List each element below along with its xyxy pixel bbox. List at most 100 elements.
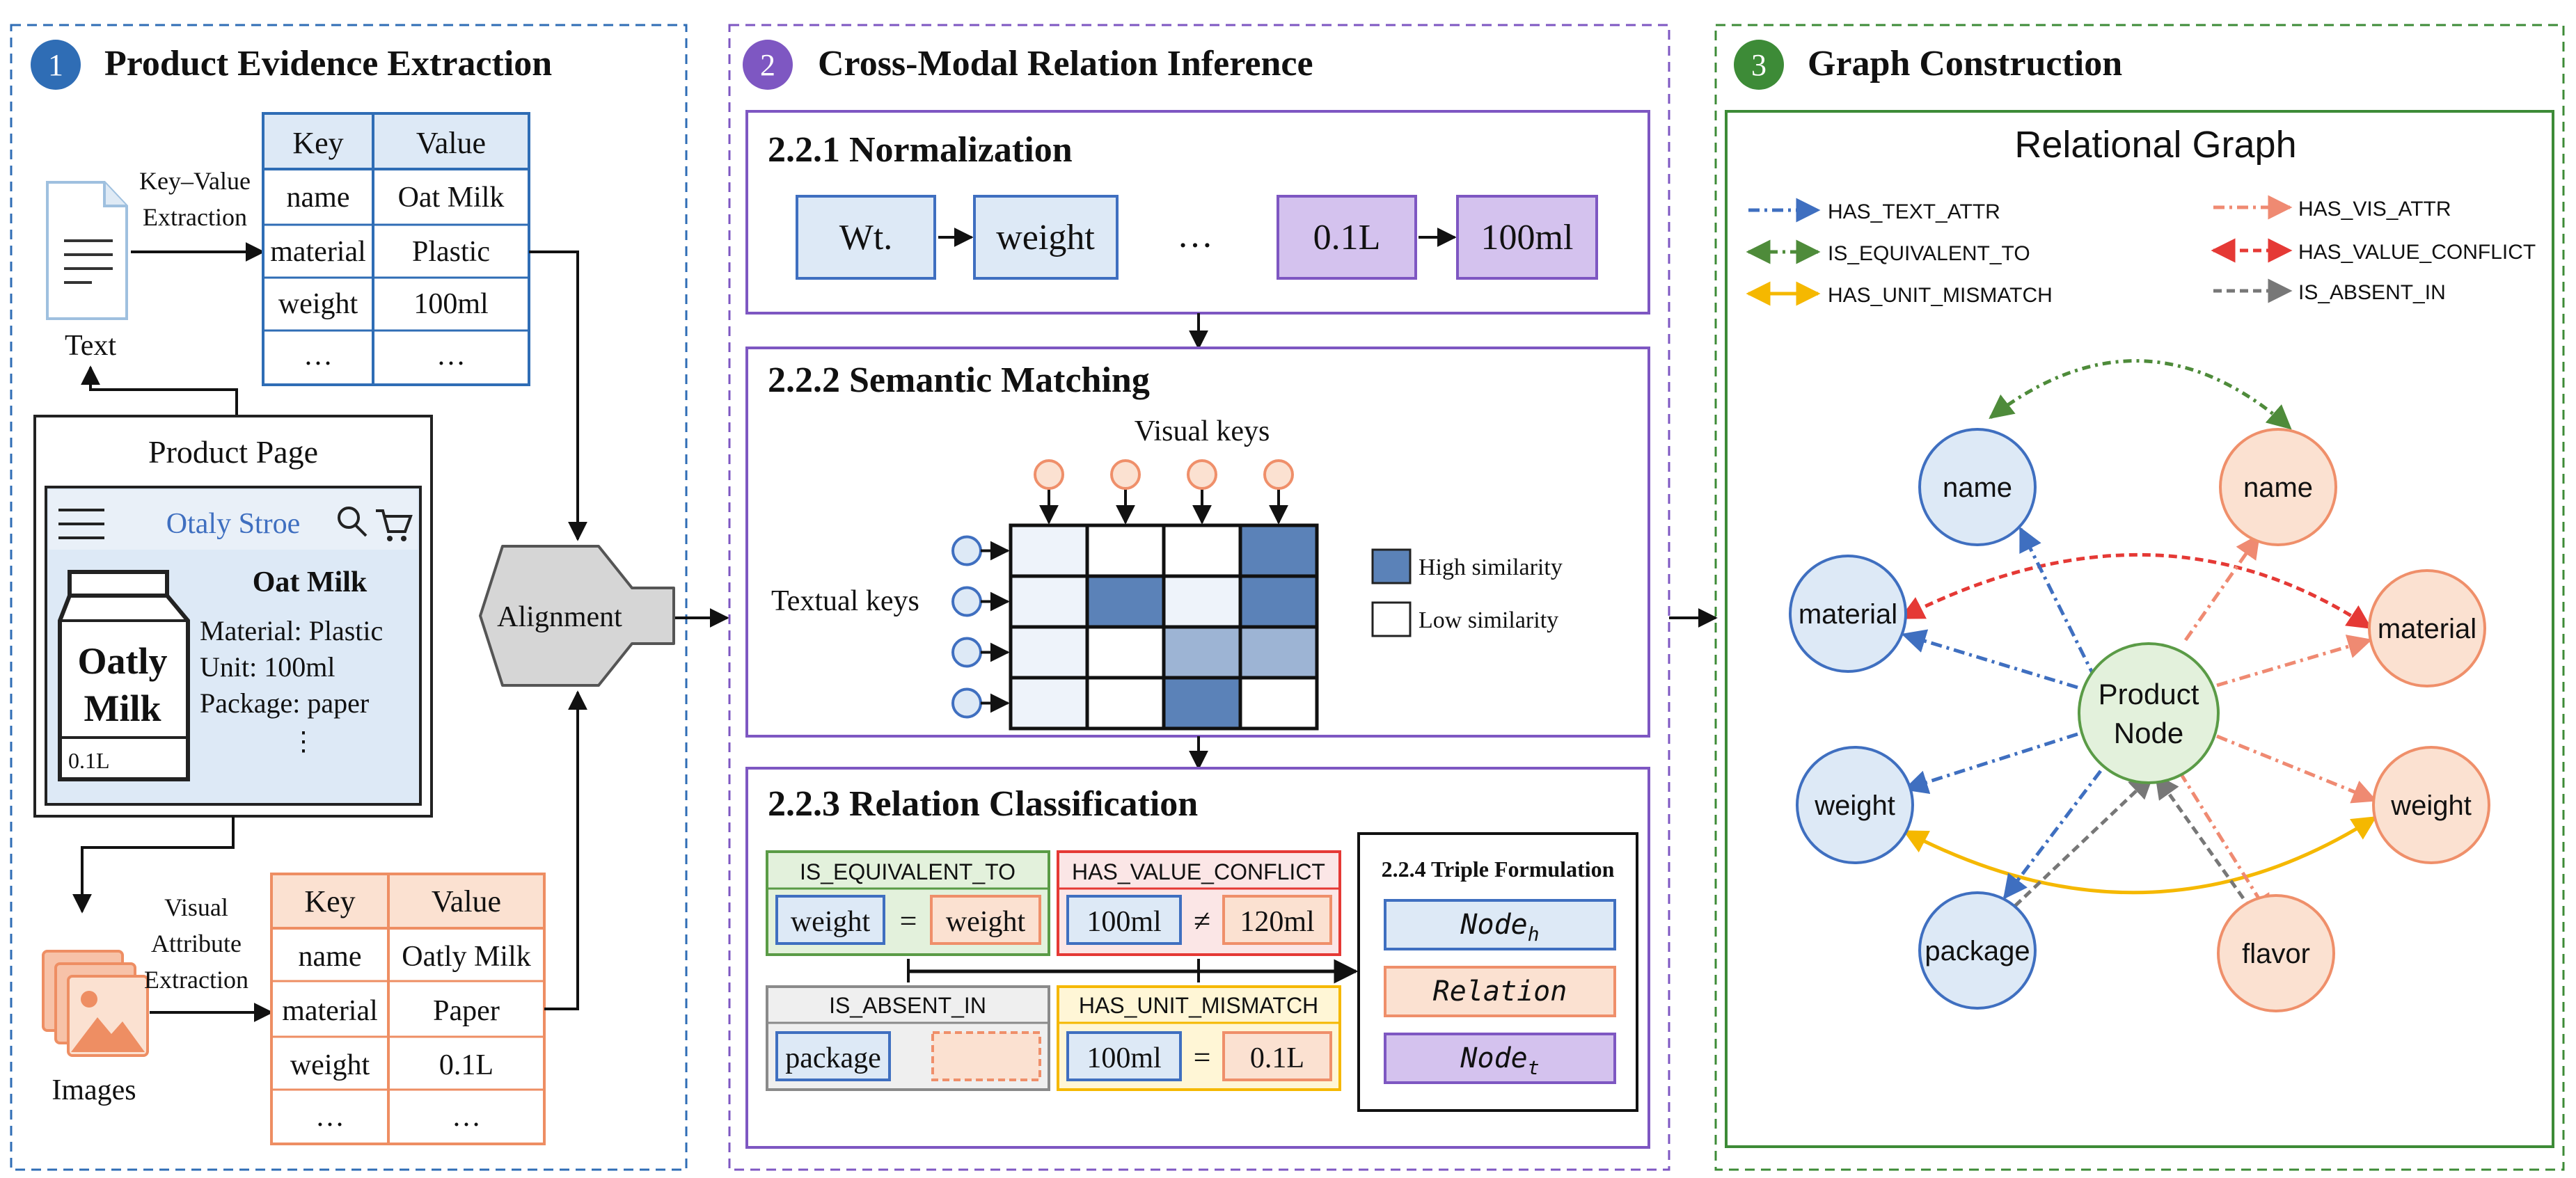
node-h-box: [1384, 899, 1616, 950]
images-label: Images: [52, 1074, 136, 1106]
norm-term: Wt.: [839, 218, 893, 257]
product-node-label-1: Product: [2099, 678, 2199, 710]
store-name[interactable]: Otaly Stroe: [166, 508, 300, 540]
equivalent-right-box: [930, 895, 1041, 945]
text-node-package[interactable]: [1918, 891, 2037, 1010]
relation-box: [1384, 966, 1616, 1017]
legend-label: IS_ABSENT_IN: [2298, 281, 2446, 304]
unit-mismatch-label: HAS_UNIT_MISMATCH: [1079, 993, 1318, 1018]
text-node-name[interactable]: [1918, 428, 2037, 546]
edge-absent-flavor: [2154, 774, 2261, 921]
edge-vis-attr-material: [2216, 635, 2373, 687]
panel-graph-construction: 3 Graph Construction Relational Graph HA…: [1714, 24, 2565, 1171]
panel3-title: Graph Construction: [1808, 44, 2122, 83]
matrix-cell: [1085, 625, 1166, 680]
textual-key-node: [951, 535, 982, 566]
text-to-alignment-arrow: [529, 250, 587, 541]
panel2-title: Cross-Modal Relation Inference: [818, 44, 1313, 83]
graph-nodes: Product Node name material weight packag…: [1789, 428, 2490, 1012]
images-icon: [42, 950, 149, 1057]
relation-classification-title: 2.2.3 Relation Classification: [768, 784, 1198, 824]
node-t-subscript: t: [1528, 1056, 1540, 1079]
panel-relation-inference: 2 Cross-Modal Relation Inference 2.2.1 N…: [728, 24, 1670, 1171]
milk-carton-image: Oatly Milk 0.1L: [58, 570, 190, 781]
visual-node-label: weight: [2390, 790, 2472, 821]
product-node[interactable]: [2078, 642, 2220, 784]
value-conflict-left: 100ml: [1086, 906, 1161, 938]
matrix-cell: [1009, 574, 1089, 629]
norm-term-box: [1277, 195, 1417, 280]
search-icon[interactable]: [338, 507, 368, 537]
visual-node-label: flavor: [2242, 939, 2310, 969]
image-table-cell: …: [452, 1101, 481, 1133]
matrix-cell: [1085, 574, 1166, 629]
unit-mismatch-left-box: [1066, 1031, 1182, 1081]
textual-key-node: [951, 637, 982, 668]
panel-evidence-extraction: 1 Product Evidence Extraction Text Key–V…: [10, 24, 688, 1171]
matrix-cell: [1009, 523, 1089, 578]
text-table-cell: 100ml: [413, 288, 488, 320]
legend-low-swatch: [1371, 601, 1412, 637]
triple-title: 2.2.4 Triple Formulation: [1382, 857, 1615, 882]
norm-term: 100ml: [1481, 218, 1574, 257]
text-node-weight[interactable]: [1796, 746, 1914, 864]
alignment-funnel[interactable]: Alignment: [479, 545, 675, 687]
cart-icon[interactable]: [376, 509, 413, 541]
value-conflict-right-box: [1222, 895, 1332, 945]
absent-right-box: [931, 1031, 1041, 1081]
kv-extraction-label-2: Extraction: [143, 203, 247, 231]
visual-node-weight[interactable]: [2372, 746, 2490, 864]
text-label: Text: [65, 330, 116, 362]
node-t: Nodet: [1460, 1042, 1539, 1079]
image-kv-table: Key Value name Oatly Milk material Paper…: [270, 873, 546, 1145]
absent-left-box: [775, 1031, 891, 1081]
similarity-matrix: [951, 459, 1319, 731]
image-table-header-key: Key: [304, 884, 355, 918]
text-node-label: material: [1799, 599, 1897, 630]
visual-node-material[interactable]: [2368, 569, 2486, 687]
value-conflict-op: ≠: [1194, 904, 1210, 938]
text-kv-table: Key Value name Oat Milk material Plastic…: [262, 112, 530, 386]
value-conflict-left-box: [1066, 895, 1182, 945]
unit-mismatch-left: 100ml: [1086, 1042, 1161, 1074]
text-node-material[interactable]: [1789, 555, 1907, 673]
textual-key-node: [951, 586, 982, 617]
image-table-cell: Paper: [433, 995, 500, 1027]
node-h-text: Node: [1460, 909, 1527, 941]
legend-high-swatch: [1371, 548, 1412, 584]
semantic-matching-title: 2.2.2 Semantic Matching: [768, 360, 1150, 400]
panel1-number-badge: [31, 40, 81, 90]
norm-term-box: [973, 195, 1119, 280]
image-table-cell: …: [315, 1101, 345, 1133]
absent-left: package: [785, 1042, 881, 1074]
legend-label: HAS_VALUE_CONFLICT: [2298, 241, 2536, 264]
absent-label: IS_ABSENT_IN: [829, 993, 986, 1018]
menu-icon[interactable]: [58, 509, 104, 539]
visual-node-flavor[interactable]: [2217, 894, 2335, 1012]
text-table-cell: material: [270, 236, 366, 268]
panel2-number: 2: [760, 48, 775, 82]
text-node-label: weight: [1814, 790, 1895, 821]
image-table-header-value: Value: [432, 884, 501, 918]
text-table-cell: Plastic: [412, 236, 490, 268]
norm-term: 0.1L: [1313, 218, 1381, 257]
panel1-border: [10, 24, 688, 1171]
textual-keys-label: Textual keys: [771, 585, 919, 617]
matrix-cell: [1162, 625, 1242, 680]
legend-label: HAS_VIS_ATTR: [2298, 198, 2451, 221]
visual-node-name[interactable]: [2219, 428, 2337, 546]
equivalent-left: weight: [791, 906, 871, 938]
equivalent-right: weight: [946, 906, 1026, 938]
text-table-cell: weight: [278, 288, 358, 320]
image-to-alignment-arrow: [544, 690, 587, 1010]
norm-term-box: [796, 195, 936, 280]
matrix-cell: [1162, 523, 1242, 578]
carton-text-1: Oatly: [78, 640, 168, 682]
panel2-number-badge: [743, 40, 793, 90]
visual-key-node: [1187, 459, 1217, 490]
product-page: Product Page Otaly Stroe: [33, 415, 433, 818]
page-to-images-arrow: [72, 816, 235, 914]
legend-low-label: Low similarity: [1419, 607, 1558, 633]
text-table-cell: name: [287, 182, 350, 214]
